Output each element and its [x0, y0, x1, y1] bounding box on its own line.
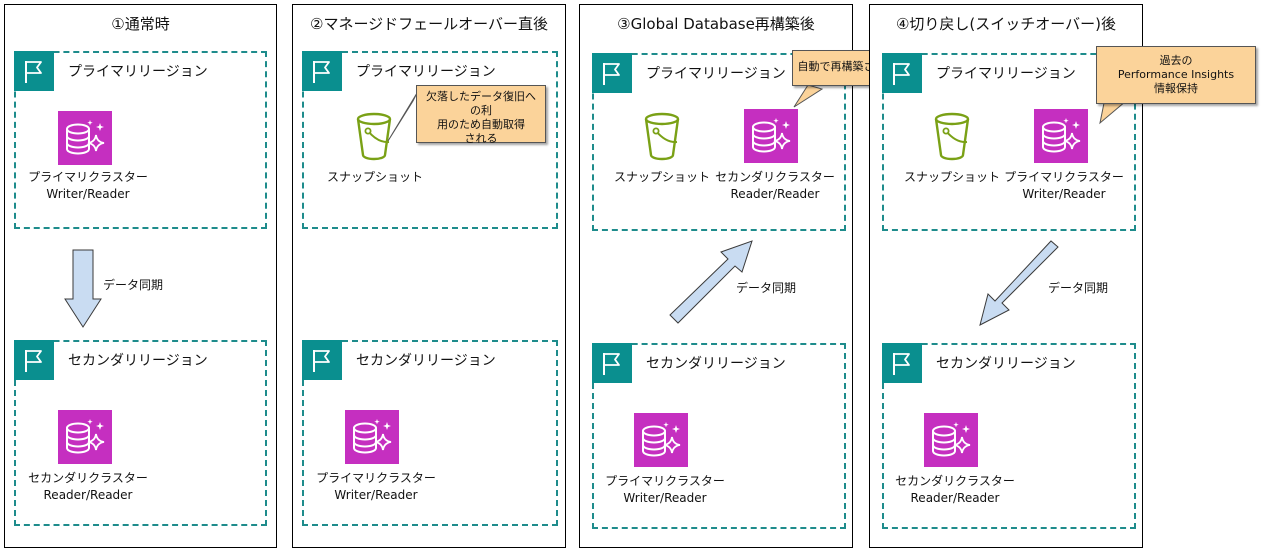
panel-title: ④切り戻し(スイッチオーバー)後	[895, 15, 1116, 33]
region-label: プライマリリージョン	[356, 64, 496, 80]
secondary-region: セカンダリリージョン プライマリクラスター Writer/Reader	[302, 340, 558, 526]
callout-snapshot-note: 欠落したデータ復旧への利 用のため自動取得 される	[416, 85, 546, 145]
sync-label: データ同期	[103, 278, 164, 292]
secondary-region: セカンダリリージョン セカンダリクラスター Reader/Reader	[882, 343, 1136, 529]
database-icon	[924, 413, 978, 467]
cluster-name: プライマリクラスター	[1004, 170, 1124, 184]
sync-label: データ同期	[736, 281, 797, 295]
up-right-arrow-icon	[669, 240, 753, 324]
primary-region: プライマリリージョン スナップショット プライマリクラスター Writer/Re…	[882, 53, 1136, 231]
cluster-name: セカンダリクラスター	[715, 170, 835, 184]
cluster-name: プライマリクラスター	[316, 471, 436, 485]
flag-icon	[592, 343, 632, 383]
database-icon	[1034, 109, 1088, 163]
primary-region: プライマリリージョン プライマリクラスター Writer/Reader	[14, 51, 267, 229]
flag-icon	[882, 53, 922, 93]
panel-3: ③Global Database再構築後 プライマリリージョン スナップショット…	[579, 4, 902, 548]
cluster-role: Writer/Reader	[623, 491, 707, 505]
snapshot-label: スナップショット	[613, 170, 711, 184]
flag-icon	[882, 343, 922, 383]
region-label: プライマリリージョン	[936, 66, 1076, 82]
panel-2: ②マネージドフェールオーバー直後 プライマリリージョン スナップショット 欠落し…	[292, 4, 566, 548]
callout-pointer	[387, 92, 418, 142]
down-left-arrow-icon	[979, 240, 1059, 326]
cluster-role: Writer/Reader	[46, 187, 130, 201]
cluster-name: セカンダリクラスター	[895, 474, 1015, 488]
cluster-name: セカンダリクラスター	[28, 471, 148, 485]
panel-4: ④切り戻し(スイッチオーバー)後 プライマリリージョン スナップショット プライ…	[869, 4, 1256, 548]
flag-icon	[14, 340, 54, 380]
cluster-role: Reader/Reader	[910, 491, 1000, 505]
cluster-name: プライマリクラスター	[28, 170, 148, 184]
snapshot-label: スナップショット	[326, 170, 424, 184]
region-label: プライマリリージョン	[646, 66, 786, 82]
callout-pointer	[793, 84, 824, 108]
database-icon	[634, 413, 688, 467]
primary-region: プライマリリージョン スナップショット セカンダリクラスター Reader/Re…	[592, 53, 846, 231]
flag-icon	[302, 340, 342, 380]
flag-icon	[302, 51, 342, 91]
flag-icon	[592, 53, 632, 93]
panel-title: ③Global Database再構築後	[617, 15, 815, 33]
cluster-role: Reader/Reader	[730, 187, 820, 201]
database-icon	[345, 410, 399, 464]
sync-label: データ同期	[1048, 281, 1109, 295]
region-label: セカンダリリージョン	[68, 353, 208, 369]
region-label: セカンダリリージョン	[646, 356, 786, 372]
region-label: セカンダリリージョン	[356, 353, 496, 369]
primary-region: プライマリリージョン スナップショット	[302, 51, 558, 229]
cluster-role: Reader/Reader	[43, 488, 133, 502]
database-icon	[744, 109, 798, 163]
panel-title: ①通常時	[111, 15, 170, 33]
down-arrow-icon	[64, 249, 102, 328]
secondary-region: セカンダリリージョン セカンダリクラスター Reader/Reader	[14, 340, 267, 526]
panel-1: ①通常時 プライマリリージョン プライマリクラスター Writer/Reader…	[4, 4, 277, 548]
region-label: プライマリリージョン	[68, 64, 208, 80]
cluster-role: Writer/Reader	[334, 488, 418, 502]
secondary-region: セカンダリリージョン プライマリクラスター Writer/Reader	[592, 343, 846, 529]
region-label: セカンダリリージョン	[936, 356, 1076, 372]
callout-insights-note: 過去の Performance Insights 情報保持	[1096, 46, 1256, 104]
cluster-name: プライマリクラスター	[605, 474, 725, 488]
panel-title: ②マネージドフェールオーバー直後	[310, 15, 548, 33]
database-icon	[58, 111, 112, 165]
flag-icon	[14, 51, 54, 91]
database-icon	[58, 410, 112, 464]
cluster-role: Writer/Reader	[1022, 187, 1106, 201]
snapshot-label: スナップショット	[903, 170, 1001, 184]
